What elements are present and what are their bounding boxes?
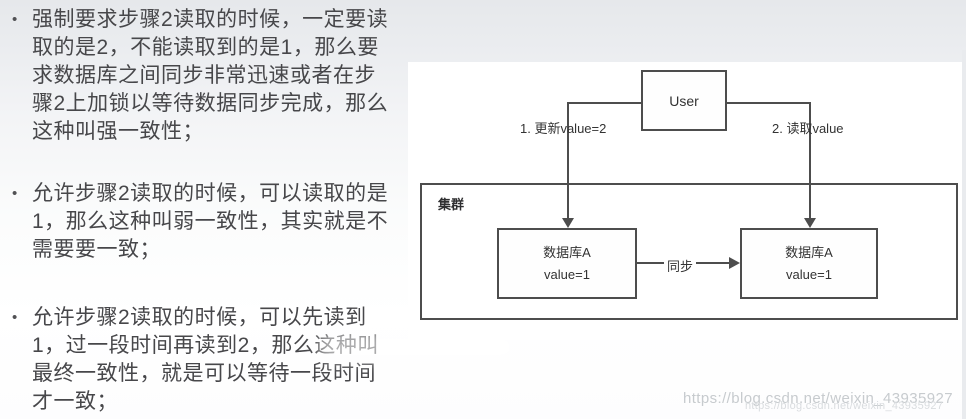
bullet-strong-consistency: • 强制要求步骤2读取的时候，一定要读 取的是2，不能读取到的是1，那么要 求数…	[8, 6, 408, 146]
bullet-line: 取的是2，不能读取到的是1，那么要	[32, 36, 379, 59]
database-name: 数据库A	[785, 245, 833, 260]
bullet-line: 最终一致性，就是可以等待一段时间	[32, 362, 376, 385]
bullet-line: 允许步骤2读取的时候，可以读取的是	[32, 182, 389, 205]
bullet-line: 这种叫强一致性；	[32, 120, 204, 143]
bullet-dot: •	[12, 309, 18, 326]
edge1-arrowhead-icon	[562, 218, 574, 228]
user-node-label: User	[669, 92, 699, 109]
bullet-line: 求数据库之间同步非常迅速或者在步	[32, 64, 376, 87]
database-value: value=1	[544, 267, 590, 282]
edge2-label: 2. 读取value	[772, 121, 844, 136]
bullet-dot: •	[12, 185, 18, 202]
bullet-line: 1，那么这种叫弱一致性，其实就是不	[32, 210, 389, 233]
bullet-dot: •	[12, 11, 18, 28]
bullet-line: 1，过一段时间再读到2，那么这种叫	[32, 334, 379, 357]
bullet-line: 允许步骤2读取的时候，可以先读到	[32, 306, 367, 329]
csdn-watermark: https://blog.csdn.net/weixin_43935927	[683, 390, 953, 407]
bullet-weak-consistency: • 允许步骤2读取的时候，可以读取的是 1，那么这种叫弱一致性，其实就是不 需要…	[8, 180, 408, 264]
bullet-line: 需要要一致；	[32, 238, 161, 261]
database-a-left-node: 数据库A value=1	[497, 228, 637, 299]
edge2-arrowhead-icon	[804, 218, 816, 228]
cluster-box	[420, 183, 958, 320]
edge1-horizontal-line	[567, 102, 643, 104]
cluster-label: 集群	[438, 197, 465, 212]
bullet-line: 骤2上加锁以等待数据同步完成，那么	[32, 92, 389, 115]
sync-label: 同步	[664, 256, 697, 275]
edge1-label: 1. 更新value=2	[520, 121, 607, 136]
bullet-line: 才一致；	[32, 390, 118, 413]
csdn-watermark-ghost: https://blog.csdn.net/weixin_43935927	[745, 400, 944, 412]
edge2-vertical-line	[809, 102, 811, 220]
database-a-right-node: 数据库A value=1	[740, 228, 878, 299]
user-node: User	[641, 70, 727, 131]
bullet-line: 强制要求步骤2读取的时候，一定要读	[32, 8, 389, 31]
consistency-diagram: User 1. 更新value=2 2. 读取value 集群 数据库A val…	[408, 62, 962, 340]
database-name: 数据库A	[543, 245, 591, 260]
page-edge-strip	[962, 50, 966, 419]
database-value: value=1	[786, 267, 832, 282]
edge1-vertical-line	[567, 102, 569, 220]
sync-arrowhead-icon	[729, 257, 740, 269]
bullet-eventual-consistency: • 允许步骤2读取的时候，可以先读到 1，过一段时间再读到2，那么这种叫 最终一…	[8, 304, 408, 416]
edge2-horizontal-line	[727, 102, 811, 104]
